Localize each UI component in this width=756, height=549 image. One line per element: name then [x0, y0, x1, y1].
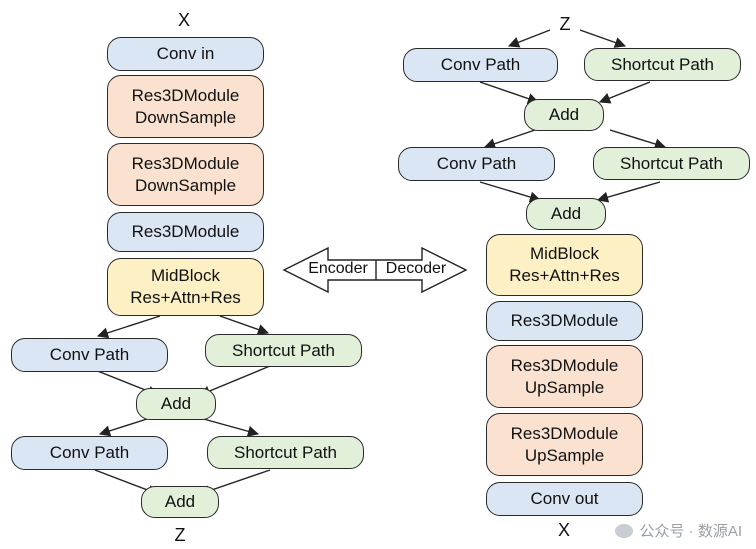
- decoder-conv-out: Conv out: [486, 482, 643, 516]
- encoder-shortcut-path-1: Shortcut Path: [205, 334, 362, 367]
- arrow-z-to-convpath: [507, 29, 551, 48]
- arrow-add-to-convpath: [98, 417, 151, 437]
- decoder-up2-line1: Res3DModule: [510, 423, 619, 443]
- decoder-shortcut-path-1-label: Shortcut Path: [610, 54, 714, 74]
- decoder-arrow-label: Decoder: [385, 260, 447, 277]
- encoder-conv-path-2: Conv Path: [11, 436, 168, 470]
- arrow-add-to-shortcut: [199, 417, 260, 437]
- encoder-conv-in-label: Conv in: [156, 44, 215, 63]
- decoder-conv-path-1-label: Conv Path: [440, 55, 521, 74]
- encoder-midblock: MidBlock Res+Attn+Res: [107, 258, 264, 316]
- decoder-add-1: Add: [524, 99, 604, 131]
- decoder-res-label: Res3DModule: [510, 311, 619, 330]
- encoder-arrow-label: Encoder: [308, 260, 368, 277]
- decoder-input-label: Z: [559, 14, 571, 34]
- decoder-add-1-label: Add: [548, 105, 580, 124]
- decoder-shortcut-path-2-label: Shortcut Path: [619, 153, 723, 173]
- encoder-add-2-label: Add: [164, 492, 196, 511]
- encoder-conv-path-1-label: Conv Path: [49, 345, 130, 364]
- encoder-down1-line2: DownSample: [134, 107, 237, 127]
- encoder-down2-line2: DownSample: [134, 175, 237, 195]
- encoder-add-1-label: Add: [160, 394, 192, 413]
- decoder-conv-path-2-label: Conv Path: [436, 154, 517, 173]
- arrow-convpath2-to-add-dec: [479, 181, 542, 203]
- encoder-mid-line1: MidBlock: [151, 266, 220, 285]
- encoder-res-label: Res3DModule: [131, 222, 240, 241]
- arrow-convpath-to-add-dec: [479, 81, 540, 105]
- decoder-mid-line1: MidBlock: [530, 244, 599, 263]
- encoder-down2-line1: Res3DModule: [131, 153, 240, 173]
- arrow-z-to-shortcut: [579, 29, 627, 48]
- decoder-up1-line2: UpSample: [524, 377, 605, 397]
- arrow-mid-to-shortcut: [219, 315, 270, 335]
- decoder-res3d-upsample-2: Res3DModule UpSample: [486, 413, 643, 476]
- encoder-conv-in: Conv in: [107, 37, 264, 71]
- decoder-output-label: X: [557, 520, 571, 540]
- arrow-mid-to-convpath: [96, 315, 161, 339]
- decoder-mid-line2: Res+Attn+Res: [509, 266, 620, 285]
- decoder-add-2-label: Add: [550, 204, 582, 223]
- arrow-add-to-shortcut-dec: [609, 129, 667, 150]
- decoder-conv-path-1: Conv Path: [403, 48, 558, 82]
- encoder-down1-line1: Res3DModule: [131, 85, 240, 105]
- arrow-shortcut2-to-add-dec: [596, 181, 661, 203]
- watermark: 公众号 · 数源AI: [615, 520, 742, 541]
- watermark-text: 公众号 · 数源AI: [639, 523, 742, 540]
- decoder-up2-line2: UpSample: [524, 445, 605, 465]
- decoder-up1-line1: Res3DModule: [510, 355, 619, 375]
- arrow-shortcut-to-add-dec: [598, 81, 651, 104]
- encoder-res3d-downsample-1: Res3DModule DownSample: [107, 75, 264, 138]
- encoder-output-label: Z: [174, 525, 186, 545]
- encoder-add-1: Add: [136, 388, 216, 420]
- encoder-mid-line2: Res+Attn+Res: [130, 288, 241, 307]
- encoder-decoder-double-arrow: [282, 246, 468, 294]
- decoder-res3dmodule: Res3DModule: [486, 301, 643, 341]
- encoder-add-2: Add: [141, 486, 219, 518]
- arrow-add-to-convpath-dec: [483, 129, 536, 150]
- decoder-midblock: MidBlock Res+Attn+Res: [486, 234, 643, 296]
- encoder-shortcut-path-1-label: Shortcut Path: [231, 340, 335, 360]
- wechat-icon: [615, 523, 634, 538]
- decoder-shortcut-path-1: Shortcut Path: [584, 48, 741, 81]
- decoder-shortcut-path-2: Shortcut Path: [593, 147, 750, 180]
- encoder-conv-path-1: Conv Path: [11, 338, 168, 372]
- encoder-shortcut-path-2: Shortcut Path: [207, 436, 364, 469]
- decoder-conv-path-2: Conv Path: [398, 147, 555, 181]
- encoder-input-label: X: [177, 10, 191, 30]
- encoder-conv-path-2-label: Conv Path: [49, 443, 130, 462]
- arrow-shortcut-to-add: [198, 365, 271, 397]
- encoder-res3d-downsample-2: Res3DModule DownSample: [107, 143, 264, 206]
- decoder-conv-out-label: Conv out: [530, 489, 599, 508]
- decoder-res3d-upsample-1: Res3DModule UpSample: [486, 345, 643, 408]
- decoder-add-2: Add: [526, 198, 606, 230]
- encoder-res3dmodule: Res3DModule: [107, 212, 264, 252]
- encoder-shortcut-path-2-label: Shortcut Path: [233, 442, 337, 462]
